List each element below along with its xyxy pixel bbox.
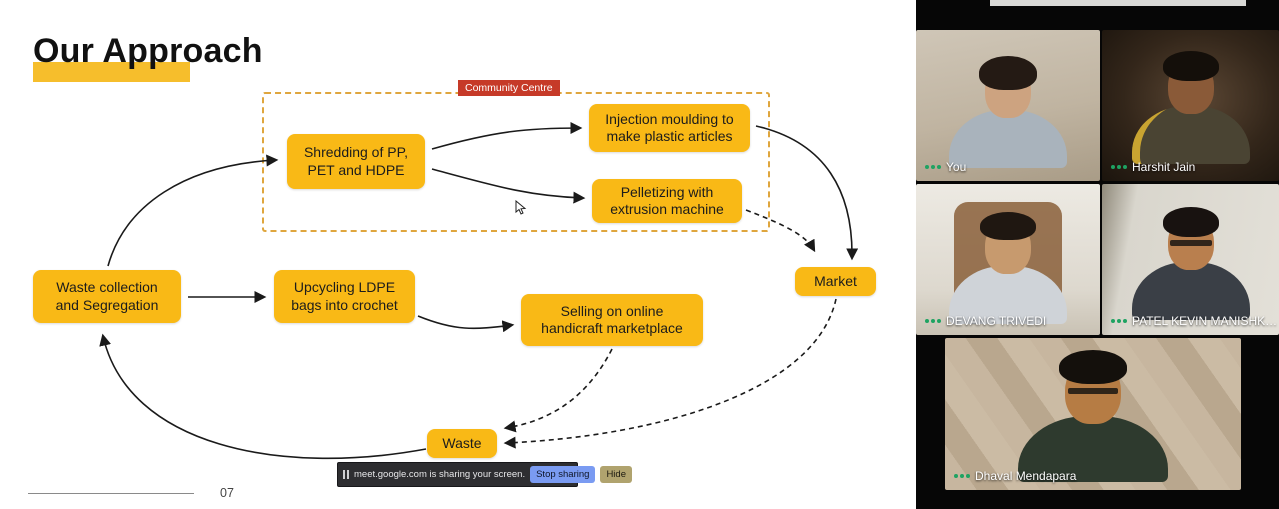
arrow-upcycling-to-selling bbox=[417, 315, 515, 333]
cropped-tile-edge bbox=[990, 0, 1246, 6]
title-highlight-bar bbox=[33, 62, 190, 82]
voice-activity-icon bbox=[1111, 319, 1127, 323]
node-waste: Waste bbox=[427, 429, 497, 458]
slide-title-block: Our Approach bbox=[33, 32, 353, 82]
node-upcycling: Upcycling LDPE bags into crochet bbox=[274, 270, 415, 323]
share-banner-message: meet.google.com is sharing your screen. bbox=[354, 469, 526, 480]
shared-slide: Our Approach Community Centre bbox=[0, 0, 916, 509]
glasses bbox=[1169, 240, 1212, 246]
participant-name-tag: Harshit Jain bbox=[1111, 160, 1195, 174]
participant-avatar bbox=[1059, 350, 1127, 424]
node-waste-collection: Waste collection and Segregation bbox=[33, 270, 181, 323]
page-number: 07 bbox=[220, 486, 234, 500]
arrow-selling-to-waste-dashed bbox=[503, 348, 613, 433]
slide-title: Our Approach bbox=[33, 32, 263, 70]
participant-name: DEVANG TRIVEDI bbox=[946, 314, 1047, 328]
community-centre-label: Community Centre bbox=[458, 80, 560, 96]
participant-avatar bbox=[1162, 51, 1219, 114]
voice-activity-icon bbox=[1111, 165, 1127, 169]
participant-video-devang[interactable]: DEVANG TRIVEDI bbox=[916, 184, 1100, 335]
voice-activity-icon bbox=[925, 319, 941, 323]
participant-avatar bbox=[979, 56, 1037, 118]
participant-avatar bbox=[1162, 207, 1219, 270]
screen-share-banner: meet.google.com is sharing your screen. … bbox=[337, 462, 632, 487]
pause-icon[interactable] bbox=[343, 470, 349, 479]
arrow-injection-to-market bbox=[755, 125, 859, 261]
footer-divider bbox=[28, 493, 194, 494]
participant-name-tag: Dhaval Mendapara bbox=[954, 469, 1076, 483]
participant-video-kevin[interactable]: PATEL KEVIN MANISHK… bbox=[1102, 184, 1279, 335]
node-injection-moulding: Injection moulding to make plastic artic… bbox=[589, 104, 750, 152]
node-selling-online: Selling on online handicraft marketplace bbox=[521, 294, 703, 346]
voice-activity-icon bbox=[925, 165, 941, 169]
participant-name-tag: PATEL KEVIN MANISHK… bbox=[1111, 314, 1277, 328]
participant-video-harshit[interactable]: Harshit Jain bbox=[1102, 30, 1279, 181]
stop-sharing-button[interactable]: Stop sharing bbox=[530, 466, 596, 483]
participant-name: Dhaval Mendapara bbox=[975, 469, 1077, 483]
participant-avatar bbox=[980, 212, 1036, 274]
participant-name: PATEL KEVIN MANISHK… bbox=[1132, 314, 1278, 328]
arrow-collection-to-shredding bbox=[107, 154, 279, 267]
hide-banner-button[interactable]: Hide bbox=[600, 466, 632, 483]
participant-video-dhaval[interactable]: Dhaval Mendapara bbox=[945, 338, 1241, 490]
voice-activity-icon bbox=[954, 474, 970, 478]
node-market: Market bbox=[795, 267, 876, 296]
glasses bbox=[1068, 388, 1118, 394]
node-pelletizing: Pelletizing with extrusion machine bbox=[592, 179, 742, 223]
arrow-waste-to-collection bbox=[99, 333, 427, 460]
participant-name-tag: DEVANG TRIVEDI bbox=[925, 314, 1046, 328]
participants-panel: You Harshit Jain bbox=[916, 0, 1279, 509]
participant-video-you[interactable]: You bbox=[916, 30, 1100, 181]
participant-name: You bbox=[946, 160, 967, 174]
mouse-cursor-icon bbox=[515, 200, 527, 215]
node-shredding: Shredding of PP, PET and HDPE bbox=[287, 134, 425, 189]
participant-name: Harshit Jain bbox=[1132, 160, 1196, 174]
participant-name-tag: You bbox=[925, 160, 966, 174]
